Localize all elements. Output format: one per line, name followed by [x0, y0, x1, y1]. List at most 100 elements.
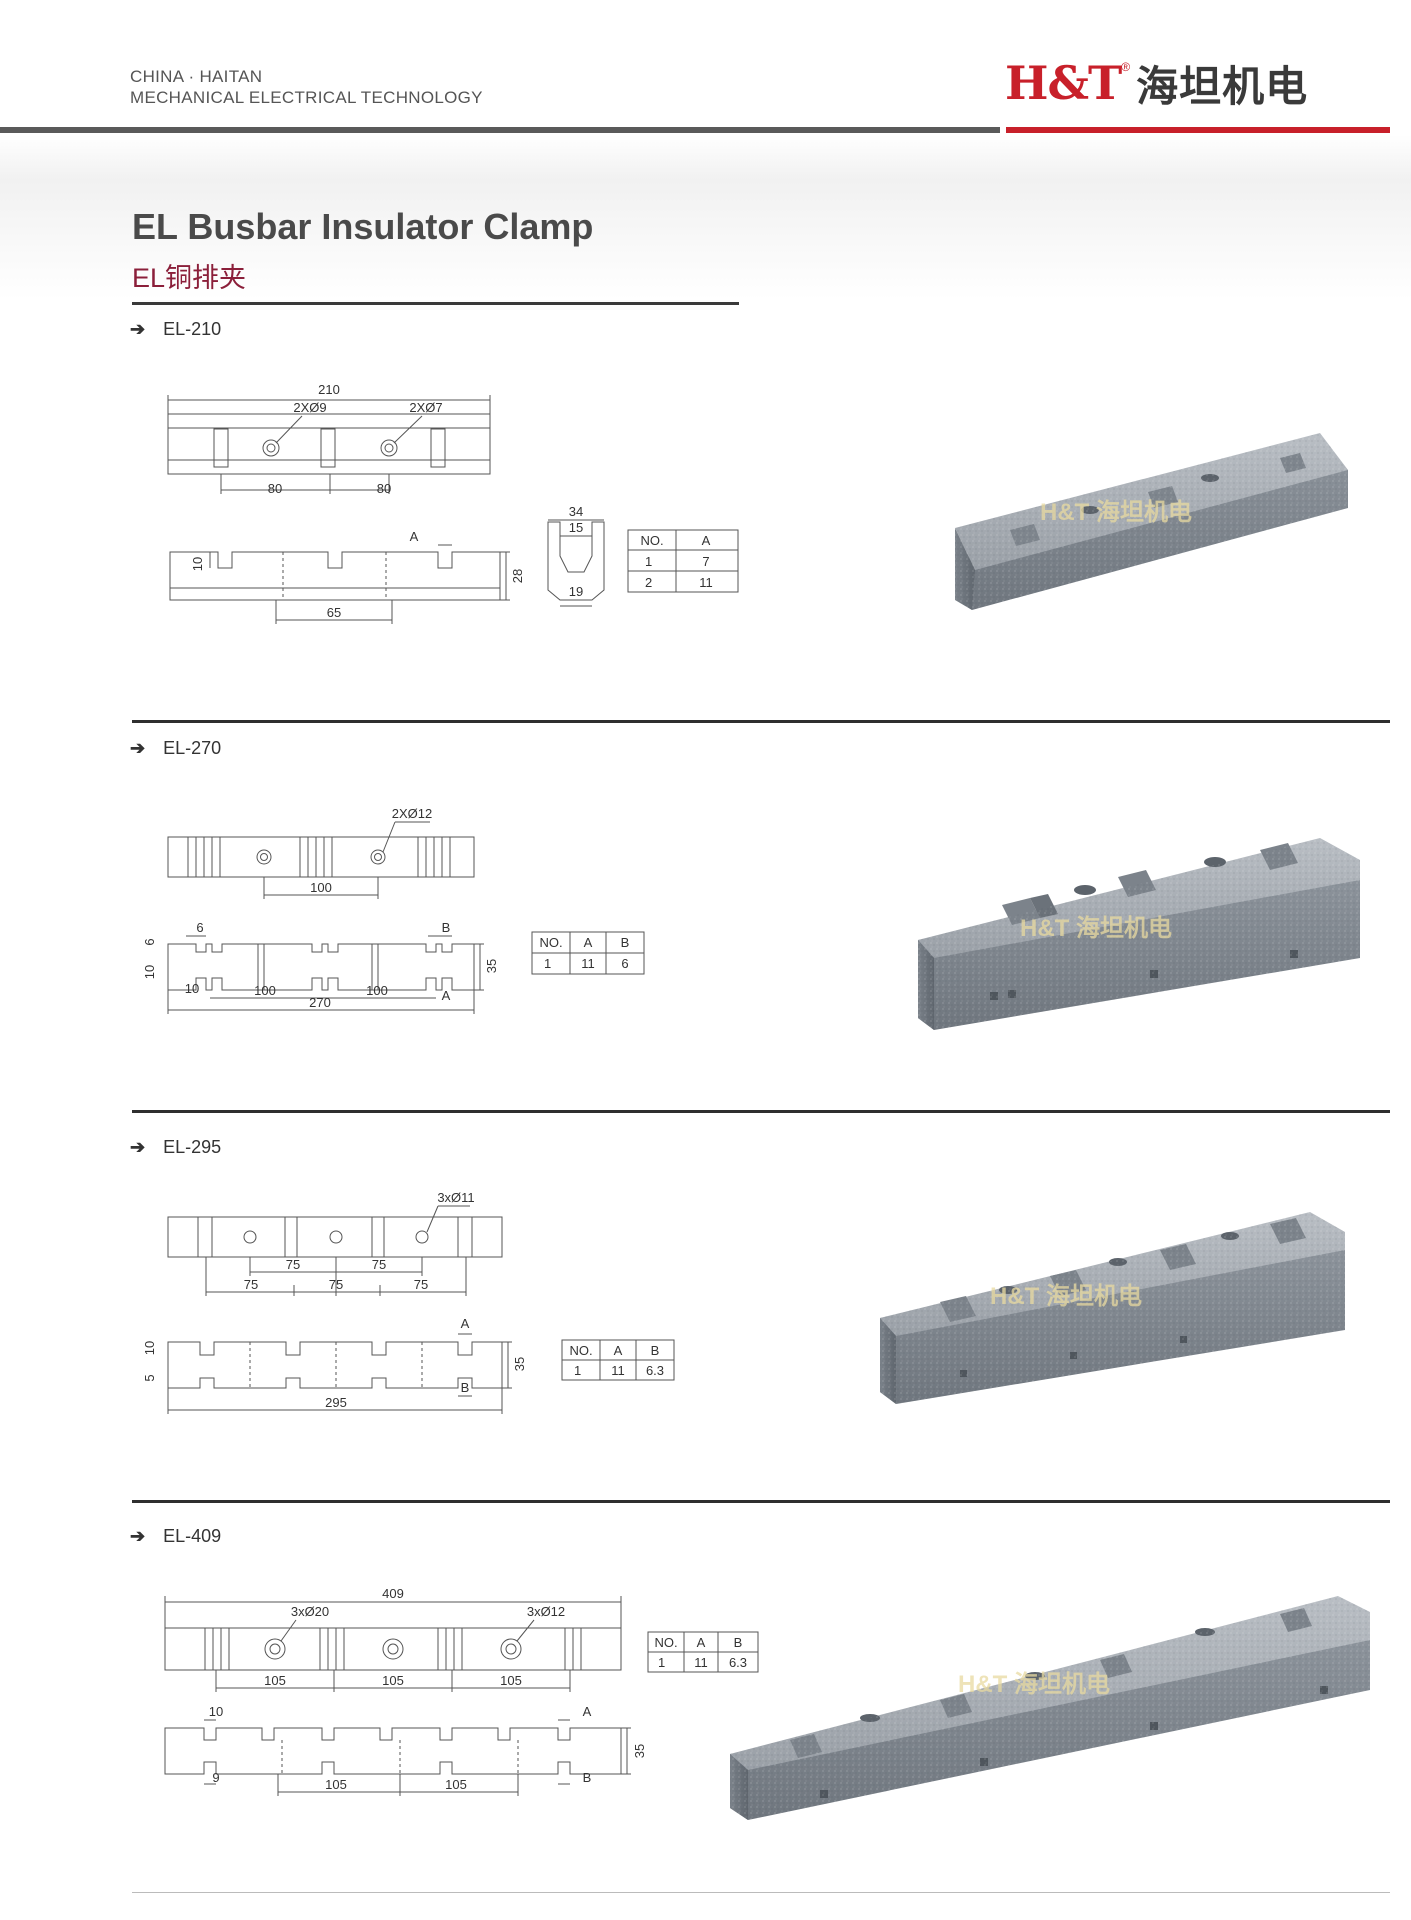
- watermark: H&T 海坦机电: [1020, 914, 1172, 942]
- section-rule: [132, 720, 1390, 723]
- dim-el409-d2: 105: [382, 1673, 404, 1688]
- page-title: EL Busbar Insulator Clamp: [132, 206, 594, 247]
- header-rule-red: [1006, 127, 1390, 133]
- dim-el210-hole-b: 2XØ7: [409, 400, 442, 415]
- dim-el295-h-top: 10: [142, 1341, 157, 1355]
- dim-el295-height: 35: [512, 1357, 527, 1371]
- dim-el210-d1: 80: [268, 481, 282, 496]
- section-rule: [132, 1500, 1390, 1503]
- table-cell: 11: [694, 1655, 708, 1670]
- dim-el409-height: 35: [632, 1744, 647, 1758]
- section-label-el409: ➔EL-409: [130, 1526, 222, 1546]
- dim-el409-a: A: [583, 1704, 592, 1719]
- dim-el409-side-d2: 105: [445, 1777, 467, 1792]
- table-header: A: [697, 1635, 706, 1650]
- dim-el210-h-right: 28: [510, 569, 525, 583]
- table-header: B: [621, 935, 630, 950]
- el210-spec-table: [627, 529, 739, 593]
- dim-el295-a: A: [461, 1316, 470, 1331]
- dim-el409-bot: 9: [212, 1770, 219, 1785]
- table-cell: 1: [645, 554, 652, 569]
- el270-spec-table: [531, 931, 645, 975]
- table-cell: 11: [611, 1363, 625, 1378]
- dim-el210-end-base: 19: [569, 584, 583, 599]
- logo-chinese: 海坦机电: [1136, 61, 1309, 111]
- dim-el270-h-top: 6: [142, 938, 157, 945]
- el409-spec-table: [647, 1631, 759, 1673]
- footer-rule: [132, 1892, 1390, 1893]
- dim-el210-bottom: 65: [327, 605, 341, 620]
- logo-mark: H&T: [1005, 56, 1122, 110]
- header-rule-gray: [0, 127, 1000, 133]
- el210-side-view: [169, 544, 510, 624]
- dim-el210-hole-a: 2XØ9: [293, 400, 326, 415]
- table-cell: 11: [699, 575, 713, 590]
- dim-el295-i2: 75: [372, 1257, 386, 1272]
- logo-registered: ®: [1121, 60, 1131, 74]
- el270-top-view: [167, 821, 475, 899]
- dim-el210-end-inner: 15: [569, 520, 583, 535]
- dim-el270-slot-w: 6: [196, 920, 203, 935]
- section-label-el295: ➔EL-295: [130, 1137, 222, 1157]
- table-cell: 7: [702, 554, 709, 569]
- el295-spec-table: [561, 1339, 675, 1381]
- header-background: [0, 0, 1411, 300]
- page-subtitle: EL铜排夹: [132, 263, 247, 293]
- dim-el270-overall: 270: [309, 995, 331, 1010]
- table-cell: 11: [581, 956, 595, 971]
- dim-el270-h-bot: 10: [142, 965, 157, 979]
- dim-el270-d: 100: [310, 880, 332, 895]
- el295-top-view: [167, 1205, 503, 1296]
- table-header: NO.: [640, 533, 663, 548]
- dim-el295-o1: 75: [244, 1277, 258, 1292]
- dim-el409-d3: 105: [500, 1673, 522, 1688]
- el295-side-view: [167, 1333, 512, 1414]
- table-header: NO.: [569, 1343, 592, 1358]
- table-header: B: [734, 1635, 743, 1650]
- dim-el295-overall: 295: [325, 1395, 347, 1410]
- table-cell: 6: [621, 956, 628, 971]
- section-label-el210: ➔EL-210: [130, 319, 222, 339]
- el210-end-view: [547, 519, 605, 607]
- el210-product-image: [955, 433, 1348, 610]
- el295-product-image: [880, 1212, 1345, 1404]
- dim-el409-hole-b: 3xØ12: [527, 1604, 565, 1619]
- el210-top-view: [167, 395, 491, 494]
- el270-side-view: [167, 935, 484, 1014]
- dim-el210-h-left: 10: [190, 557, 205, 571]
- watermark: H&T 海坦机电: [990, 1282, 1142, 1310]
- dim-el295-hole: 3xØ11: [437, 1190, 474, 1205]
- dim-el409-b: B: [583, 1770, 592, 1785]
- company-line-1: CHINA · HAITAN: [130, 67, 263, 86]
- table-cell: 1: [574, 1363, 581, 1378]
- table-header: A: [702, 533, 711, 548]
- table-cell: 6.3: [729, 1655, 747, 1670]
- dim-el270-d1: 100: [254, 983, 276, 998]
- dim-el295-b: B: [461, 1380, 470, 1395]
- table-header: NO.: [654, 1635, 677, 1650]
- table-header: A: [614, 1343, 623, 1358]
- el409-top-view: [164, 1596, 622, 1692]
- dim-el270-hole: 2XØ12: [392, 806, 432, 821]
- dim-el409-edge: 10: [209, 1704, 223, 1719]
- table-header: A: [584, 935, 593, 950]
- watermark: H&T 海坦机电: [958, 1670, 1110, 1698]
- dim-el295-h-bot: 5: [142, 1374, 157, 1381]
- dim-el210-overall: 210: [318, 382, 340, 397]
- dim-el210-slot: A: [410, 529, 419, 544]
- dim-el210-d2: 80: [377, 481, 391, 496]
- title-rule: [132, 302, 739, 305]
- dim-el270-d2: 100: [366, 983, 388, 998]
- watermark: H&T 海坦机电: [1040, 498, 1192, 526]
- table-header: NO.: [539, 935, 562, 950]
- table-cell: 1: [658, 1655, 665, 1670]
- dim-el409-side-d1: 105: [325, 1777, 347, 1792]
- table-cell: 1: [544, 956, 551, 971]
- dim-el270-a: A: [442, 988, 451, 1003]
- dim-el295-i1: 75: [286, 1257, 300, 1272]
- table-cell: 2: [645, 575, 652, 590]
- dim-el270-b: B: [442, 920, 451, 935]
- el270-product-image: [918, 838, 1360, 1030]
- dim-el409-d1: 105: [264, 1673, 286, 1688]
